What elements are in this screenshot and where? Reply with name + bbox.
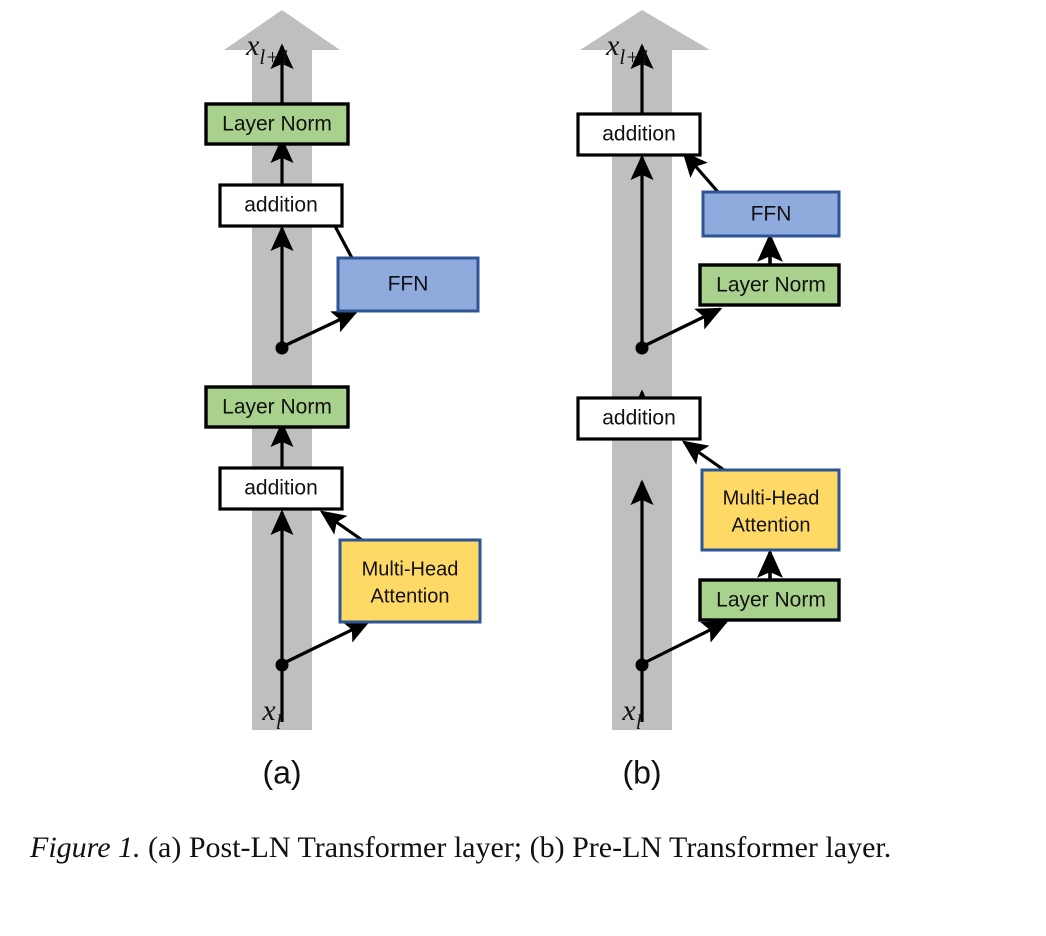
edge-split-to-layer-norm-ffn-b bbox=[643, 307, 723, 348]
edge-split-to-attention-a bbox=[283, 620, 371, 665]
edge-attention-to-addition-a bbox=[319, 510, 363, 542]
block-label: FFN bbox=[388, 273, 429, 296]
block-layer-norm-top-a[interactable]: Layer Norm bbox=[204, 102, 350, 146]
block-label-line2: Attention bbox=[371, 585, 450, 607]
panel-post-ln: Layer Norm addition FFN Layer Norm addit… bbox=[204, 10, 482, 790]
input-var-base: x bbox=[621, 694, 636, 727]
block-layer-norm-bottom-a[interactable]: Layer Norm bbox=[204, 385, 350, 429]
input-var-subscript: l bbox=[276, 710, 282, 734]
block-layer-norm-attention-b[interactable]: Layer Norm bbox=[698, 578, 841, 622]
block-label-line1: Multi-Head bbox=[723, 487, 820, 509]
block-addition-bottom-a[interactable]: addition bbox=[218, 466, 344, 511]
edge-attention-to-addition-b bbox=[681, 440, 725, 472]
edge-split-to-ffn-a bbox=[283, 310, 359, 348]
panel-label-b: (b) bbox=[622, 754, 661, 790]
block-addition-top-a[interactable]: addition bbox=[218, 183, 344, 228]
block-label: addition bbox=[602, 123, 676, 146]
input-var-base: x bbox=[261, 694, 276, 727]
input-variable-b: xl bbox=[621, 694, 641, 734]
block-addition-bottom-b[interactable]: addition bbox=[576, 396, 702, 441]
output-var-base: x bbox=[245, 29, 260, 62]
block-label: addition bbox=[602, 407, 676, 430]
output-var-subscript: l+1 bbox=[619, 45, 650, 69]
figure-number: Figure 1. bbox=[30, 831, 141, 864]
block-multi-head-attention-a[interactable]: Multi-Head Attention bbox=[338, 538, 482, 624]
block-label-line1: Multi-Head bbox=[362, 558, 459, 580]
block-layer-norm-ffn-b[interactable]: Layer Norm bbox=[698, 263, 841, 307]
svg-text:xl+1: xl+1 bbox=[605, 29, 650, 69]
edge-split-to-layer-norm-attention-b bbox=[643, 620, 729, 665]
block-label: Layer Norm bbox=[716, 589, 826, 612]
block-label: addition bbox=[244, 194, 318, 217]
block-ffn-b[interactable]: FFN bbox=[701, 190, 841, 238]
svg-text:xl: xl bbox=[621, 694, 641, 734]
transformer-layer-diagram: Layer Norm addition FFN Layer Norm addit… bbox=[204, 10, 841, 790]
input-variable-a: xl bbox=[261, 694, 281, 734]
figure-caption-text: (a) Post-LN Transformer layer; (b) Pre-L… bbox=[140, 831, 892, 864]
svg-text:xl+1: xl+1 bbox=[245, 29, 290, 69]
block-label: addition bbox=[244, 477, 318, 500]
output-variable-a: xl+1 bbox=[245, 29, 290, 69]
block-label: FFN bbox=[751, 203, 792, 226]
block-label: Layer Norm bbox=[222, 113, 332, 136]
block-addition-top-b[interactable]: addition bbox=[576, 112, 702, 157]
output-variable-b: xl+1 bbox=[605, 29, 650, 69]
panel-pre-ln: addition FFN Layer Norm addition Multi-H… bbox=[576, 10, 841, 790]
svg-text:xl: xl bbox=[261, 694, 281, 734]
edge-ffn-to-addition-b bbox=[682, 151, 720, 194]
figure-caption: Figure 1. (a) Post-LN Transformer layer;… bbox=[30, 828, 1016, 868]
block-ffn-a[interactable]: FFN bbox=[336, 256, 480, 313]
block-label: Layer Norm bbox=[222, 396, 332, 419]
block-label-line2: Attention bbox=[732, 514, 811, 536]
block-multi-head-attention-b[interactable]: Multi-Head Attention bbox=[700, 468, 841, 552]
panel-label-a: (a) bbox=[262, 754, 301, 790]
input-var-subscript: l bbox=[636, 710, 642, 734]
output-var-subscript: l+1 bbox=[259, 45, 290, 69]
block-label: Layer Norm bbox=[716, 274, 826, 297]
output-var-base: x bbox=[605, 29, 620, 62]
